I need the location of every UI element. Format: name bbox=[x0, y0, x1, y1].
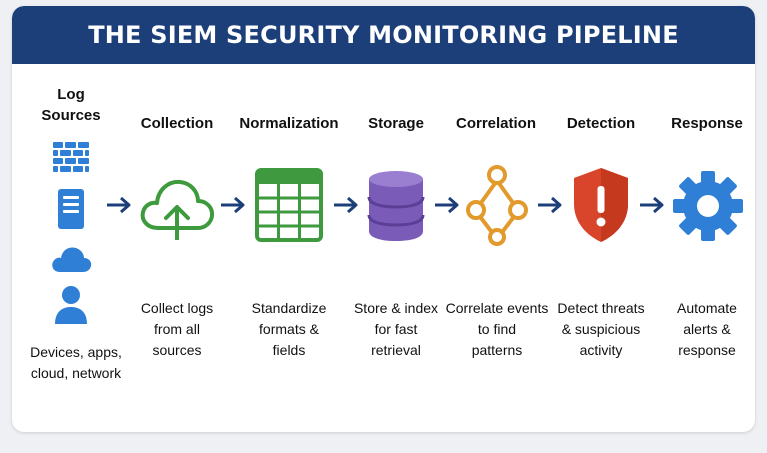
desc-line: retrieval bbox=[371, 342, 421, 358]
arrow-right-icon bbox=[640, 196, 664, 214]
desc-line: & suspicious bbox=[561, 321, 641, 337]
arrow-right-icon bbox=[538, 196, 562, 214]
stage-desc-correlation: Correlate events to find patterns bbox=[438, 298, 556, 361]
stage-title-storage: Storage bbox=[368, 115, 424, 132]
desc-line: activity bbox=[579, 342, 623, 358]
desc-line: from all bbox=[154, 321, 200, 337]
desc-line: to find bbox=[477, 321, 517, 337]
stage-title-collection: Collection bbox=[140, 115, 214, 132]
desc-line: sources bbox=[152, 342, 202, 358]
stage-title-line: Sources bbox=[41, 107, 101, 124]
arrow-right-icon bbox=[435, 196, 459, 214]
cloud-icon bbox=[52, 247, 92, 272]
stage-title-response: Response bbox=[671, 115, 743, 132]
stage-desc-collection: Collect logs from all sources bbox=[117, 298, 237, 361]
stage-title-line: Log bbox=[57, 86, 85, 103]
stage-desc-response: Automate alerts & response bbox=[662, 298, 752, 361]
page-title: THE SIEM SECURITY MONITORING PIPELINE bbox=[88, 21, 679, 49]
firewall-icon bbox=[53, 142, 89, 172]
desc-line: response bbox=[678, 342, 736, 358]
desc-line: Standardize bbox=[251, 300, 327, 316]
desc-line: formats & bbox=[259, 321, 319, 337]
table-grid-icon bbox=[255, 168, 323, 242]
pipeline-card: THE SIEM SECURITY MONITORING PIPELINE bbox=[12, 6, 755, 432]
desc-line: for fast bbox=[374, 321, 418, 337]
arrow-right-icon bbox=[334, 196, 358, 214]
desc-line: Correlate events bbox=[445, 300, 549, 316]
desc-line: cloud, network bbox=[30, 365, 122, 381]
arrow-right-icon bbox=[107, 196, 131, 214]
arrow-right-icon bbox=[221, 196, 245, 214]
stage-title-detection: Detection bbox=[566, 115, 636, 132]
desc-line: Detect threats bbox=[557, 300, 645, 316]
database-icon bbox=[367, 171, 425, 241]
network-nodes-icon bbox=[466, 165, 528, 246]
alert-shield-icon bbox=[574, 168, 628, 242]
stage-desc-normalization: Standardize formats & fields bbox=[229, 298, 349, 361]
gear-icon bbox=[673, 171, 743, 241]
title-banner: THE SIEM SECURITY MONITORING PIPELINE bbox=[12, 6, 755, 64]
desc-line: Store & index bbox=[353, 300, 439, 316]
desc-line: Collect logs bbox=[140, 300, 214, 316]
cloud-upload-icon bbox=[140, 179, 215, 240]
stage-title-correlation: Correlation bbox=[455, 115, 537, 132]
desc-line: Devices, apps, bbox=[30, 344, 122, 360]
server-icon bbox=[58, 189, 84, 229]
user-icon bbox=[55, 286, 87, 324]
desc-line: fields bbox=[272, 342, 306, 358]
desc-line: Automate bbox=[677, 300, 737, 316]
stage-desc-storage: Store & index for fast retrieval bbox=[336, 298, 456, 361]
desc-line: alerts & bbox=[683, 321, 731, 337]
stage-title-normalization: Normalization bbox=[239, 115, 339, 132]
stage-desc-detection: Detect threats & suspicious activity bbox=[546, 298, 656, 361]
stage-title-log-sources: Log Sources bbox=[41, 84, 100, 126]
desc-line: patterns bbox=[471, 342, 523, 358]
stage-desc-log-sources: Devices, apps, cloud, network bbox=[16, 342, 136, 384]
